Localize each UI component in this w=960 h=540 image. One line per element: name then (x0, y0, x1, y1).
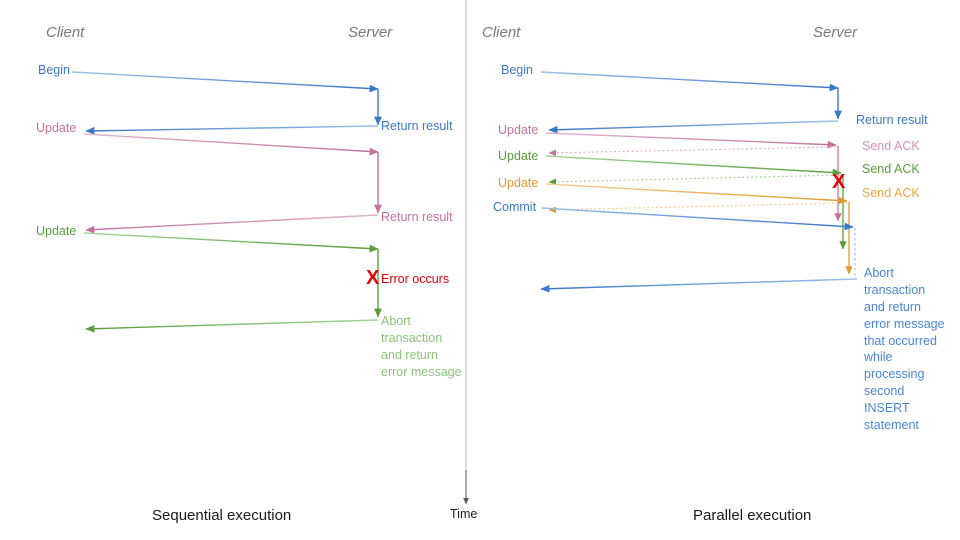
seq-server-label-return-result-2: Return result (381, 210, 453, 224)
par-ack-3-arrow (548, 202, 848, 214)
par-abort-note-line-10: statement (864, 417, 919, 432)
par-actor-server-header: Server (813, 24, 858, 41)
seq-actor-server-header: Server (348, 24, 393, 41)
seq-abort-arrow (85, 319, 379, 333)
par-return-result-arrow (548, 120, 839, 134)
par-actor-client-header: Client (482, 24, 521, 41)
par-commit-arrow (541, 207, 854, 231)
par-client-label-update-2: Update (498, 149, 539, 163)
par-panel-caption: Parallel execution (693, 507, 812, 524)
par-server-label-ack-1: Send ACK (862, 139, 920, 153)
seq-panel-caption: Sequential execution (152, 507, 292, 524)
seq-error-label: Error occurs (381, 272, 450, 286)
seq-abort-note: Abort transaction and return error messa… (381, 313, 465, 381)
par-abort-note-line-8: second (864, 384, 905, 399)
seq-client-label-update-2: Update (36, 224, 77, 238)
par-client-label-update-3: Update (498, 176, 539, 190)
seq-server-label-return-result-1: Return result (381, 119, 453, 133)
par-abort-note: Abort transaction and return error messa… (864, 265, 956, 434)
par-error-x-icon: X (832, 171, 846, 193)
par-update-3-arrow (545, 183, 848, 205)
par-client-label-commit: Commit (493, 200, 537, 214)
seq-actor-client-header: Client (46, 24, 85, 41)
seq-abort-note-line-1: Abort (381, 314, 411, 328)
par-update-2-arrow (545, 155, 842, 177)
seq-begin-arrow (71, 71, 379, 93)
par-ack-2-arrow (548, 174, 842, 186)
par-abort-note-line-2: transaction (864, 282, 926, 297)
par-abort-note-line-6: while (864, 350, 893, 365)
par-server-label-return-result: Return result (856, 113, 928, 127)
seq-return-result-1-arrow (85, 125, 379, 135)
seq-client-label-update-1: Update (36, 121, 77, 135)
par-client-label-begin: Begin (501, 63, 533, 77)
seq-abort-note-line-3: and return (381, 347, 438, 362)
par-abort-arrow (540, 278, 858, 293)
par-abort-note-line-5: that occurred (864, 333, 937, 348)
seq-error-x-icon: X (366, 267, 380, 289)
par-ack-1-arrow (548, 146, 837, 157)
par-update-1-arrow (545, 132, 837, 149)
par-abort-note-line-7: processing (864, 367, 925, 382)
seq-update-1-arrow (83, 133, 379, 156)
par-begin-arrow (540, 71, 839, 92)
par-client-label-update-1: Update (498, 123, 539, 137)
seq-client-label-begin: Begin (38, 63, 70, 77)
seq-abort-note-line-4: error message (381, 364, 462, 379)
par-abort-note-line-3: and return (864, 299, 921, 314)
seq-update-2-arrow (83, 232, 379, 253)
par-server-label-ack-2: Send ACK (862, 162, 920, 176)
par-server-label-ack-3: Send ACK (862, 186, 920, 200)
par-abort-note-line-1: Abort (864, 266, 894, 280)
time-axis-label: Time (450, 507, 478, 521)
par-abort-note-line-9: INSERT (864, 401, 910, 415)
seq-return-result-2-arrow (85, 214, 379, 234)
seq-abort-note-line-2: transaction (381, 330, 443, 345)
par-abort-note-line-4: error message (864, 316, 945, 331)
